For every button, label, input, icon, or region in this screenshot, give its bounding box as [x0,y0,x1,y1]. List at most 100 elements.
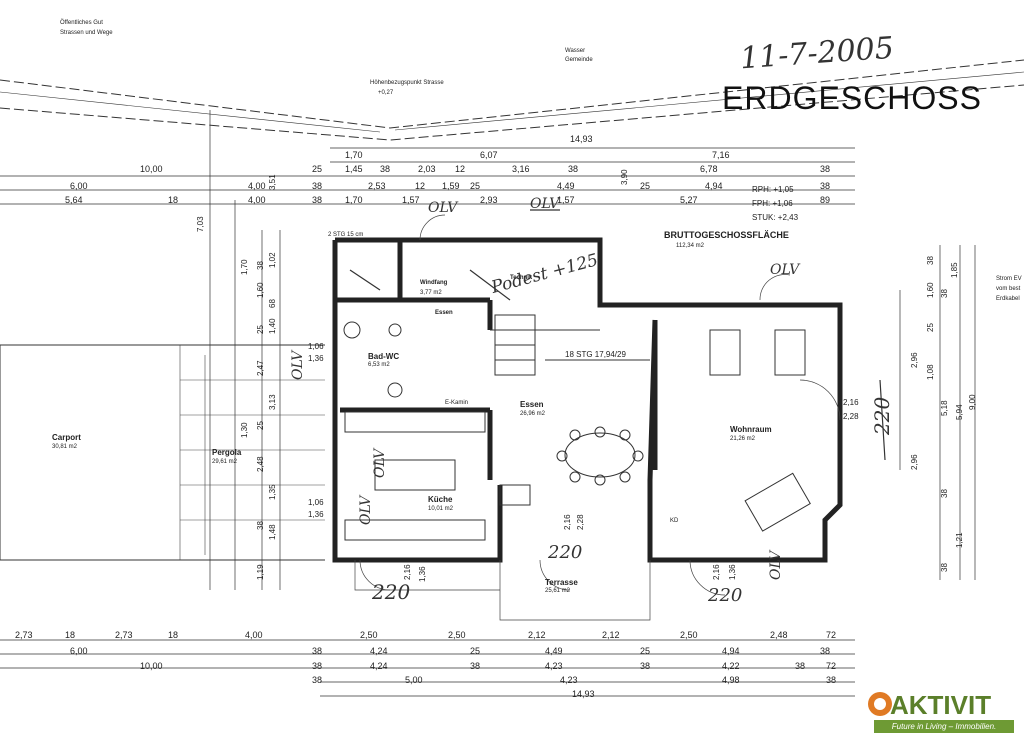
dim-top-r4-6: 25 [470,181,481,191]
dim-left-7: 1,40 [268,318,277,334]
dim-top-r3-5: 12 [455,164,466,174]
dim-top-r5-9: 89 [820,195,831,205]
water-label-1: Wasser [565,48,586,54]
room-terrasse: Terrasse [545,578,578,587]
logo-word: AKTIVIT [890,690,992,720]
dim-right-3: 38 [940,289,949,298]
dim-bot-r2-7: 38 [820,646,831,656]
furniture [343,321,811,532]
dim-right-13: 38 [940,563,949,572]
room-kueche-area: 10,01 m2 [428,506,454,512]
dim-inner-11: 1,36 [728,564,737,580]
room-essen-flur: Essen [435,310,453,316]
dim-right-1: 1,85 [950,262,959,278]
dimension-lines-top [0,147,855,205]
dim-top-r3-4: 2,03 [418,164,436,174]
dim-bot-r4-1: 5,00 [405,675,423,685]
room-wohnraum: Wohnraum [730,425,772,434]
dim-left-9: 2,47 [256,360,265,376]
dim-inner-6: 1,06 [308,342,324,351]
dim-bot-r1-6: 2,50 [448,630,466,640]
dim-top-r4-9: 4,94 [705,181,723,191]
area-label: BRUTTOGESCHOSSFLÄCHE [664,230,789,240]
dim-bot-r2-1: 38 [312,646,323,656]
dim-left-5: 1,02 [268,252,277,268]
header-left-2: Strassen und Wege [60,30,113,36]
terrace [354,560,651,621]
room-carport-area: 30,81 m2 [52,444,78,450]
label-e-kamin: E-Kamin [445,400,469,406]
dim-bot-r1-4: 4,00 [245,630,263,640]
dim-inner-4: 2,16 [403,564,412,580]
dim-bot-r1-3: 18 [168,630,179,640]
dim-right-7: 5,18 [940,400,949,416]
dim-inner-10: 2,16 [712,564,721,580]
dim-bot-r3-2: 4,24 [370,661,388,671]
dim-top-r3-6: 3,16 [512,164,530,174]
dim-top-r4-7: 4,49 [557,181,575,191]
dim-bot-r4-2: 4,23 [560,675,578,685]
room-essen: Essen [520,400,544,409]
dim-right-6: 1,08 [926,364,935,380]
door-arcs [359,214,841,596]
hand-220-4: 220 [870,396,894,435]
dim-top-r5-4: 1,70 [345,195,363,205]
dim-left-6: 25 [256,325,265,334]
dim-left-8: 68 [268,299,277,308]
dim-bot-r2-6: 4,94 [722,646,740,656]
dim-inner-2: 2,16 [563,514,572,530]
dim-bot-r4-3: 4,98 [722,675,740,685]
dim-top-r2-0: 1,70 [345,150,363,160]
dim-top-r4-8: 25 [640,181,651,191]
height-rph: RPH: +1,05 [752,185,794,194]
header-left-1: Öffentliches Gut [60,20,103,26]
dim-left-11: 25 [256,421,265,430]
dim-bot-r2-4: 4,49 [545,646,563,656]
dim-top-r1-0: 14,93 [570,134,593,144]
dim-right-5: 2,96 [910,352,919,368]
room-wohnraum-area: 21,26 m2 [730,436,756,442]
dim-inner-7: 1,36 [308,354,324,363]
room-terrasse-area: 25,61 m2 [545,588,571,594]
hand-olv-1: OLV [428,200,458,216]
dim-bot-r1-10: 2,48 [770,630,788,640]
hand-220-2: 220 [548,542,583,563]
dim-bot-r1-8: 2,12 [602,630,620,640]
dim-top-r4-4: 12 [415,181,426,191]
dim-top-r5-7: 1,57 [557,195,575,205]
room-carport: Carport [52,433,81,442]
dim-bot-r2-3: 25 [470,646,481,656]
dim-bot-r1-5: 2,50 [360,630,378,640]
dim-bot-r1-1: 18 [65,630,76,640]
dim-top-r3-0: 10,00 [140,164,163,174]
dimension-lines-vertical [209,110,976,590]
dim-bot-r3-4: 4,23 [545,661,563,671]
room-pergola: Pergola [212,448,242,457]
logo-mark-icon [868,692,892,716]
dim-bot-r2-2: 4,24 [370,646,388,656]
right-note-2: vom best [996,286,1021,292]
dim-left-3: 1,60 [256,282,265,298]
right-note-1: Strom EV [996,276,1022,282]
dim-bot-r4-4: 38 [826,675,837,685]
dimension-lines-bottom [0,639,855,697]
aktivit-logo: AKTIVIT Future in Living – Immobilien. [868,690,1018,736]
stair-label-2: 18 STG 17,94/29 [565,350,626,359]
dim-left-13: 2,48 [256,456,265,472]
dim-top-r2-2: 7,16 [712,150,730,160]
room-bad-wc-area: 6,53 m2 [368,362,390,368]
dim-top-r3-1: 25 [312,164,323,174]
dim-right-8: 5,94 [955,404,964,420]
reference-point-value: +0,27 [378,90,394,96]
room-pergola-area: 29,61 m2 [212,459,238,465]
logo-tagline: Future in Living – Immobilien. [874,720,1014,733]
dim-top-r4-2: 38 [312,181,323,191]
area-value: 112,34 m2 [676,243,704,249]
room-bad-wc: Bad-WC [368,352,400,361]
dim-bot-r1-7: 2,12 [528,630,546,640]
dim-right-4: 25 [926,323,935,332]
dim-right-9: 9,00 [968,394,977,410]
carport-pergola [179,345,325,560]
dim-inner-12: 3,90 [620,169,629,185]
water-label-2: Gemeinde [565,57,593,63]
